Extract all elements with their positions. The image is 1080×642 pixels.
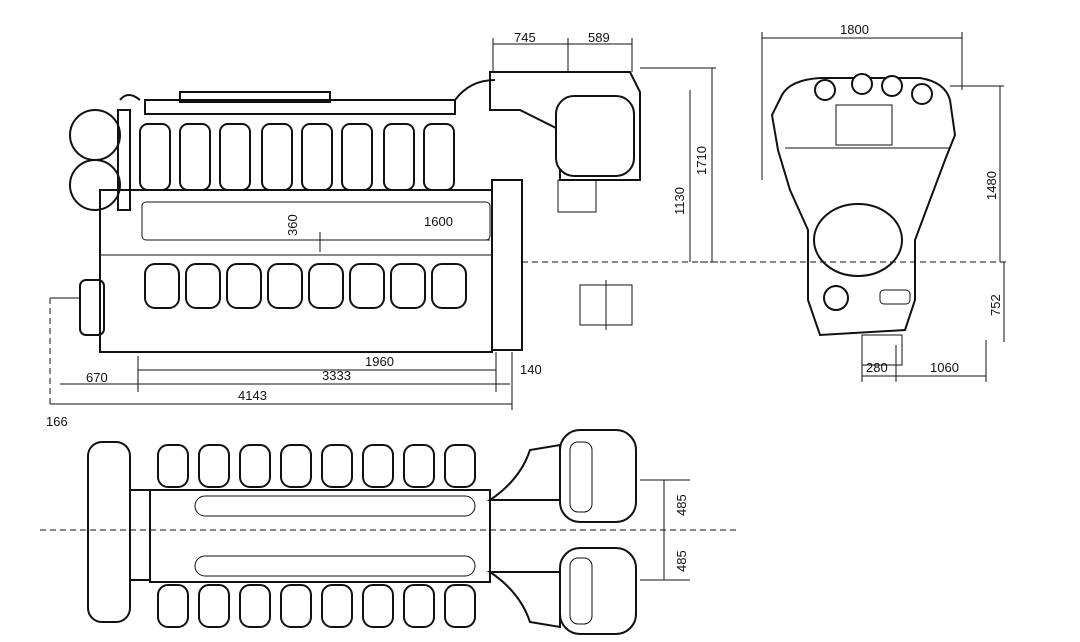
dim-front-offset: 166	[46, 414, 68, 429]
dim-top-lower: 485	[674, 550, 689, 572]
dim-end-height: 1480	[984, 171, 999, 200]
lower-cylinder-bank	[157, 584, 476, 628]
dim-height-2: 1710	[694, 146, 709, 175]
rear-casing	[491, 179, 523, 351]
side-view: 1960 3333 670 140 4143 166 1600 360 745 …	[46, 30, 720, 429]
dim-mount: 1960	[365, 354, 394, 369]
front-filter-upper	[69, 109, 121, 161]
dim-rear: 140	[520, 362, 542, 377]
dim-end-width: 1800	[840, 22, 869, 37]
dim-turbo-2: 589	[588, 30, 610, 45]
front-filter-lower	[69, 159, 121, 211]
dim-top-upper: 485	[674, 494, 689, 516]
dim-height-1: 1130	[672, 187, 687, 215]
cylinder-heads	[139, 123, 455, 191]
flywheel-housing	[813, 203, 903, 277]
upper-cylinder-bank	[157, 444, 476, 488]
dim-half-width: 1060	[930, 360, 959, 375]
dim-block-height: 360	[285, 214, 300, 236]
dim-block: 1600	[424, 214, 453, 229]
crankcase-doors	[144, 263, 467, 309]
turbo-top-upper	[559, 429, 637, 523]
dim-offset: 280	[866, 360, 888, 375]
dim-crank-height: 752	[988, 294, 1003, 316]
end-view: 1800 1480 752 280 1060	[700, 22, 1010, 382]
dim-front-overhang: 670	[86, 370, 108, 385]
turbocharger	[555, 95, 635, 177]
top-manifold	[144, 99, 456, 115]
dim-frame: 3333	[322, 368, 351, 383]
top-view: 485 485	[40, 429, 740, 635]
turbo-top-lower	[559, 547, 637, 635]
dim-overall: 4143	[238, 388, 267, 403]
front-filter-top	[87, 441, 131, 623]
dim-turbo-1: 745	[514, 30, 536, 45]
